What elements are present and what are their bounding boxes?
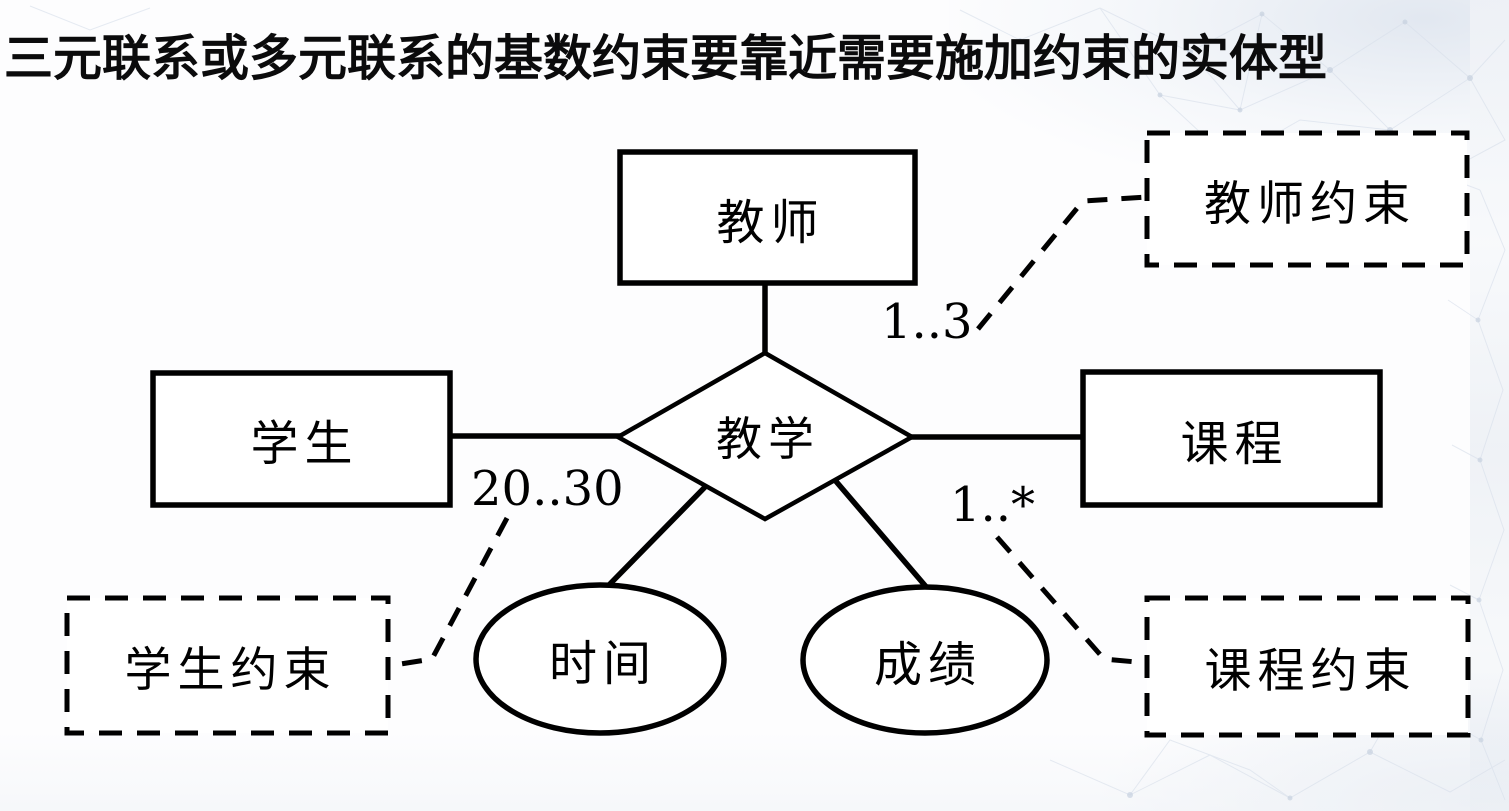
cardinality-student: 20..30: [471, 461, 624, 517]
edge-teaching-time: [605, 484, 708, 589]
entity-teacher-label: 教师: [716, 194, 825, 251]
student-constraint-label: 学生约束: [124, 643, 337, 698]
attribute-grade-label: 成绩: [873, 637, 982, 693]
connector-teacher-constraint: [976, 194, 1148, 331]
teacher-constraint-box: [1144, 130, 1470, 268]
course-constraint-label: 课程约束: [1204, 644, 1417, 699]
attribute-time-label: 时间: [548, 636, 657, 692]
student-constraint-box: [64, 595, 391, 736]
cardinality-course: 1..*: [950, 477, 1036, 533]
attribute-time-ellipse: [473, 582, 727, 736]
entity-course-box: [1080, 369, 1383, 508]
relationship-teaching-label: 教学: [716, 411, 820, 466]
entity-teacher-box: [617, 149, 918, 286]
entity-course-label: 课程: [1180, 415, 1289, 472]
entity-student-box: [150, 370, 453, 508]
connector-student-constraint: [387, 516, 510, 669]
teacher-constraint-label: 教师约束: [1204, 176, 1416, 232]
relationship-teaching-diamond: [613, 350, 917, 522]
attribute-grade-ellipse: [800, 584, 1050, 736]
entity-student-label: 学生: [250, 416, 359, 472]
cardinality-teacher: 1..3: [881, 294, 973, 350]
page-title: 三元联系或多元联系的基数约束要靠近需要施加约束的实体型: [4, 32, 1328, 86]
edge-teaching-grade: [831, 477, 931, 591]
course-constraint-box: [1144, 595, 1471, 738]
